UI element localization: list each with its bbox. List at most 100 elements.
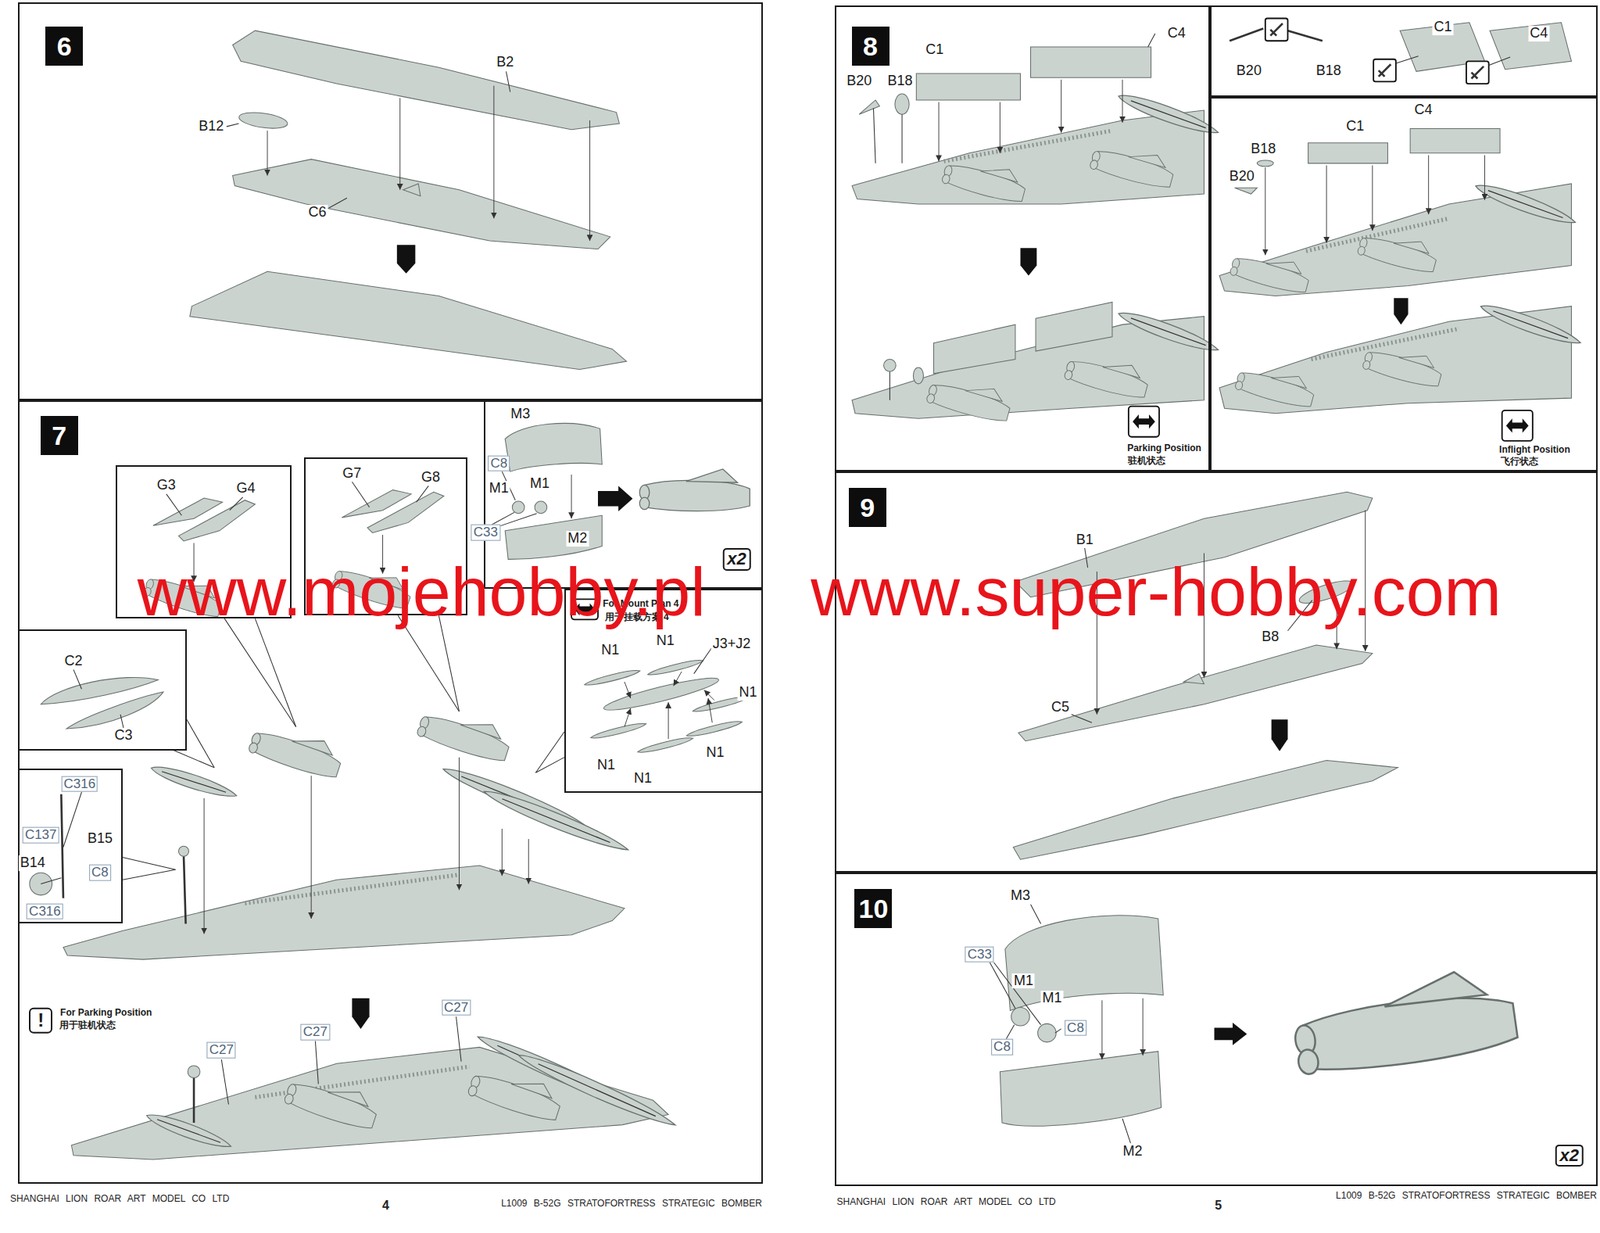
part-label: N1 (632, 770, 654, 787)
step7-wing (351, 998, 369, 1029)
inset-bombs (647, 657, 705, 677)
part-label: B2 (494, 54, 516, 71)
step7-wing (204, 798, 205, 935)
step8-parking (925, 372, 1014, 425)
step7-wing (314, 1041, 319, 1085)
step6-wing (232, 30, 620, 130)
footer-text: SHANGHAI LION ROAR ART MODEL CO LTD (10, 1193, 230, 1204)
inset-engine (511, 501, 525, 514)
inset-fins (367, 491, 444, 533)
step8-parking (894, 93, 910, 115)
sub-panel: C1C4B20B18Parking Position驻机状态 (834, 5, 1210, 473)
step10-engine (1101, 999, 1103, 1060)
step7-wing (144, 1109, 234, 1153)
part-label: M2 (1121, 1143, 1145, 1160)
part-number: C27 (207, 1041, 237, 1059)
step7-wing (187, 1065, 201, 1078)
step8-parking (902, 114, 903, 164)
step8-parking (859, 100, 880, 115)
part-label: B15 (85, 830, 115, 847)
step7-wing (122, 869, 176, 880)
step8-inflight (1371, 164, 1373, 231)
step8-inflight (1356, 226, 1440, 276)
step8-inflight (1228, 246, 1312, 297)
part-number: C316 (60, 775, 98, 792)
part-number: C27 (300, 1023, 330, 1041)
quantity-mark: x2 (1555, 1144, 1584, 1167)
step-number: 9 (848, 487, 887, 527)
step-number: 10 (854, 888, 892, 928)
inset-fins (351, 481, 369, 508)
inset-droptank (63, 791, 82, 847)
step7-wing (193, 1075, 196, 1123)
inset-bombs (704, 689, 715, 700)
step8-inflight (1219, 128, 1583, 441)
inset-engine (571, 474, 573, 519)
step7-wing (224, 618, 296, 727)
step-panel: C1C4B20B18Parking Position驻机状态B20B18C1C4… (834, 5, 1599, 473)
step8-parking (1060, 79, 1062, 133)
step8-inflight (1326, 164, 1328, 243)
step-number: 8 (851, 26, 890, 66)
inset-engine (504, 515, 602, 559)
step10-engine (1005, 1024, 1014, 1039)
step8-inflight (1308, 143, 1389, 164)
step8-inflight (1428, 154, 1429, 215)
part-label: C2 (62, 653, 84, 670)
step10-engine (1122, 1118, 1131, 1143)
part-label: C4 (1413, 102, 1435, 119)
part-label: B20 (844, 74, 874, 90)
part-number: C8 (991, 1038, 1013, 1056)
step7-wing (458, 757, 460, 891)
step7-wing (282, 1070, 382, 1132)
part-label: M2 (565, 530, 589, 547)
part-label: C6 (306, 204, 328, 221)
step8-parking (889, 369, 891, 401)
part-label: J3+J2 (711, 636, 753, 652)
part-label: C1 (1344, 118, 1366, 135)
step8-parking (884, 359, 897, 373)
step8-inflight (1502, 410, 1533, 441)
step6-wing (397, 244, 416, 274)
part-label: N1 (737, 685, 759, 702)
step-number: 7 (40, 415, 79, 455)
inset-engine (491, 423, 750, 560)
step8-parking (916, 73, 1021, 101)
step7-wing (244, 874, 459, 904)
step8-parking (1063, 349, 1153, 401)
inset-box: C316C137B15B14C8C316 (17, 768, 122, 924)
step8-detail (1378, 64, 1392, 77)
part-number: C27 (441, 998, 471, 1016)
inset-bombs (590, 720, 648, 741)
inset-fins (166, 493, 183, 516)
step8-parking (944, 130, 1113, 162)
page-number: 5 (1214, 1198, 1222, 1213)
step6-wing (189, 271, 627, 369)
step7-wing (71, 1046, 669, 1160)
step8-parking (1116, 89, 1221, 140)
part-number: C33 (471, 524, 501, 541)
step8-inflight (1410, 128, 1500, 153)
inset-engine (534, 501, 548, 514)
inset-engine (497, 513, 537, 527)
step8-detail (1288, 30, 1323, 41)
sub-panel: C1C4B18B20Inflight Position飞行状态 (1209, 96, 1598, 472)
note-text: 用于驻机状态 (58, 1020, 117, 1031)
part-number: C8 (1064, 1019, 1087, 1036)
step10-engine (989, 904, 1519, 1143)
step8-parking (941, 153, 1030, 205)
step8-parking (1122, 79, 1124, 123)
inset-bombs (624, 708, 631, 727)
step7-wing (183, 855, 187, 924)
note-text: For Parking Position (59, 1008, 153, 1019)
part-label: C4 (1166, 25, 1188, 42)
step8-detail (1373, 59, 1396, 83)
inset-droptank (73, 669, 82, 689)
part-label: B18 (1314, 63, 1343, 79)
part-number: C8 (487, 454, 510, 472)
step7-wing (456, 1016, 462, 1061)
note-text: 驻机状态 (1127, 455, 1167, 466)
part-label: M3 (1009, 887, 1032, 904)
step8-parking (851, 33, 1221, 437)
